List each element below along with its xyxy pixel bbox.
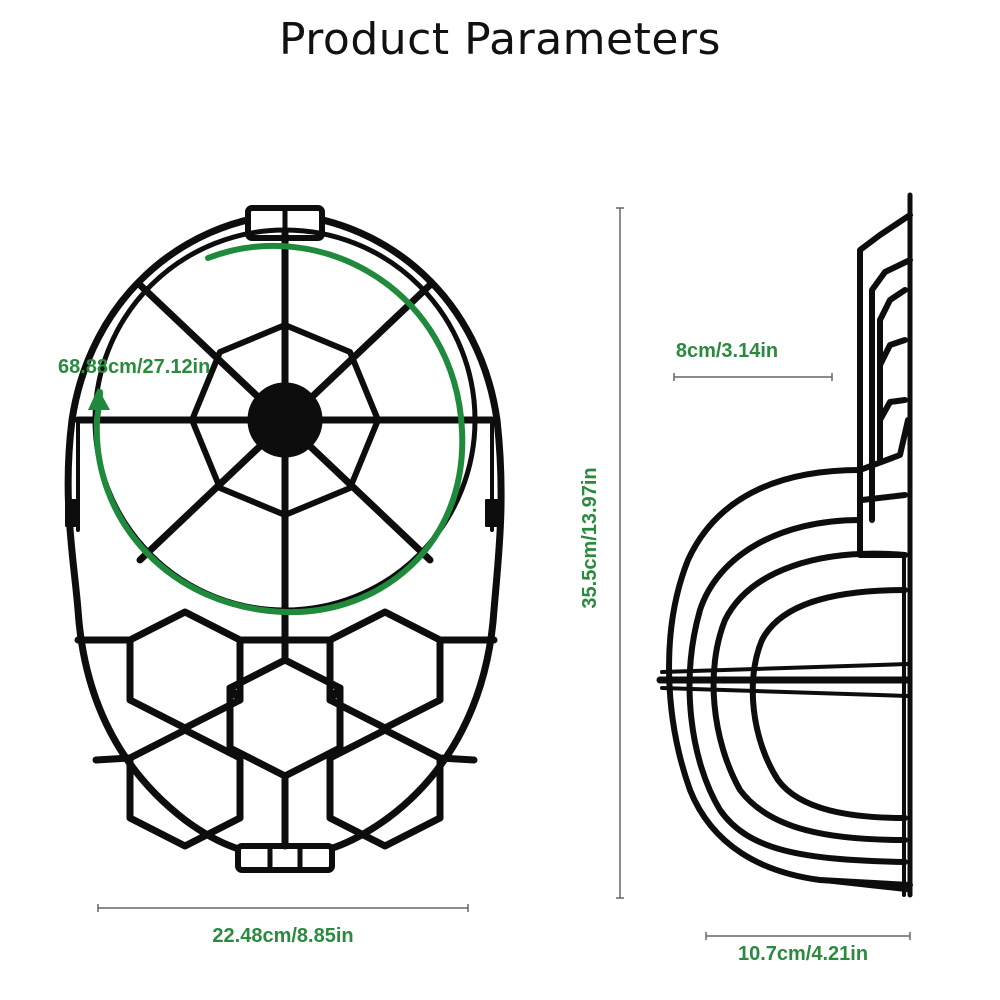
hex-grid bbox=[74, 608, 498, 850]
circumference-label: 68.88cm/27.12in bbox=[58, 356, 210, 378]
cage-front-view bbox=[64, 205, 505, 873]
height-dimension-line bbox=[616, 207, 624, 899]
arrowhead-icon bbox=[88, 388, 110, 410]
depth-bottom-label: 10.7cm/4.21in bbox=[738, 943, 868, 965]
depth-bottom-dimension-line bbox=[705, 932, 911, 940]
depth-top-dimension-line bbox=[673, 373, 833, 381]
width-label: 22.48cm/8.85in bbox=[212, 925, 353, 947]
width-dimension-line bbox=[97, 904, 469, 912]
depth-top-label: 8cm/3.14in bbox=[676, 340, 778, 362]
page-title: Product Parameters bbox=[279, 14, 721, 65]
height-label: 35.5cm/13.97in bbox=[579, 467, 601, 608]
circumference-arrow bbox=[88, 242, 466, 616]
cage-side-view bbox=[656, 192, 913, 898]
